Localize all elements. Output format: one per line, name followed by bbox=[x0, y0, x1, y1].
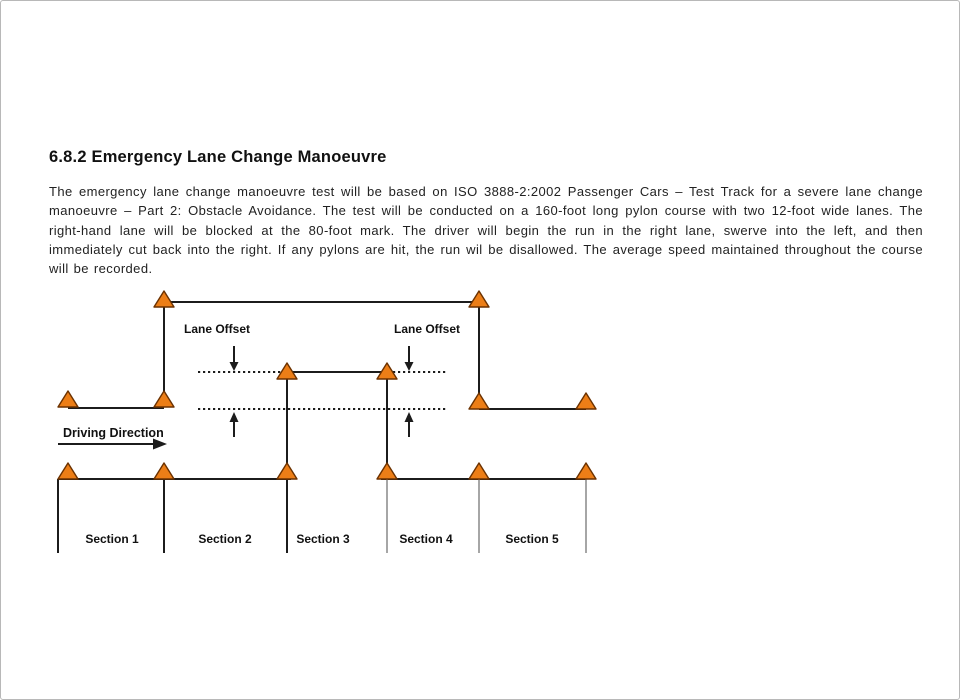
offset-arrows bbox=[229, 346, 414, 437]
driving-direction-arrow bbox=[58, 438, 167, 450]
section-dividers bbox=[57, 372, 587, 553]
lane-lines bbox=[58, 301, 586, 480]
offset-down-arrow-right-icon bbox=[404, 362, 414, 371]
driving-direction-label: Driving Direction bbox=[63, 426, 164, 440]
section-label-1: Section 1 bbox=[85, 532, 139, 546]
pylon-icon bbox=[153, 462, 175, 480]
section-label-2: Section 2 bbox=[198, 532, 252, 546]
section-label-4: Section 4 bbox=[399, 532, 453, 546]
section-heading: 6.8.2 Emergency Lane Change Manoeuvre bbox=[49, 148, 387, 166]
offset-up-arrow-right-icon bbox=[404, 412, 414, 422]
pylon-icon bbox=[376, 462, 398, 480]
driving-direction-arrow-icon bbox=[153, 438, 167, 450]
course-diagram: Lane Offset Lane Offset Driving Directio… bbox=[57, 290, 597, 553]
offset-down-arrow-left-icon bbox=[229, 362, 239, 371]
section-label-5: Section 5 bbox=[505, 532, 559, 546]
lane-offset-label-right: Lane Offset bbox=[394, 322, 460, 336]
pylon-icon bbox=[468, 290, 490, 308]
lane-offset-label-left: Lane Offset bbox=[184, 322, 250, 336]
body-paragraph: The emergency lane change manoeuvre test… bbox=[49, 184, 923, 277]
pylon-icon bbox=[276, 462, 298, 480]
pylons bbox=[57, 290, 597, 480]
pylon-icon bbox=[57, 390, 79, 408]
pylon-icon bbox=[153, 290, 175, 308]
pylon-icon bbox=[468, 462, 490, 480]
section-label-3: Section 3 bbox=[296, 532, 350, 546]
pylon-icon bbox=[575, 392, 597, 410]
pylon-icon bbox=[468, 392, 490, 410]
pylon-icon bbox=[153, 390, 175, 408]
pylon-icon bbox=[575, 462, 597, 480]
dotted-lane-edges bbox=[198, 371, 446, 410]
offset-up-arrow-left-icon bbox=[229, 412, 239, 422]
pylon-icon bbox=[57, 462, 79, 480]
